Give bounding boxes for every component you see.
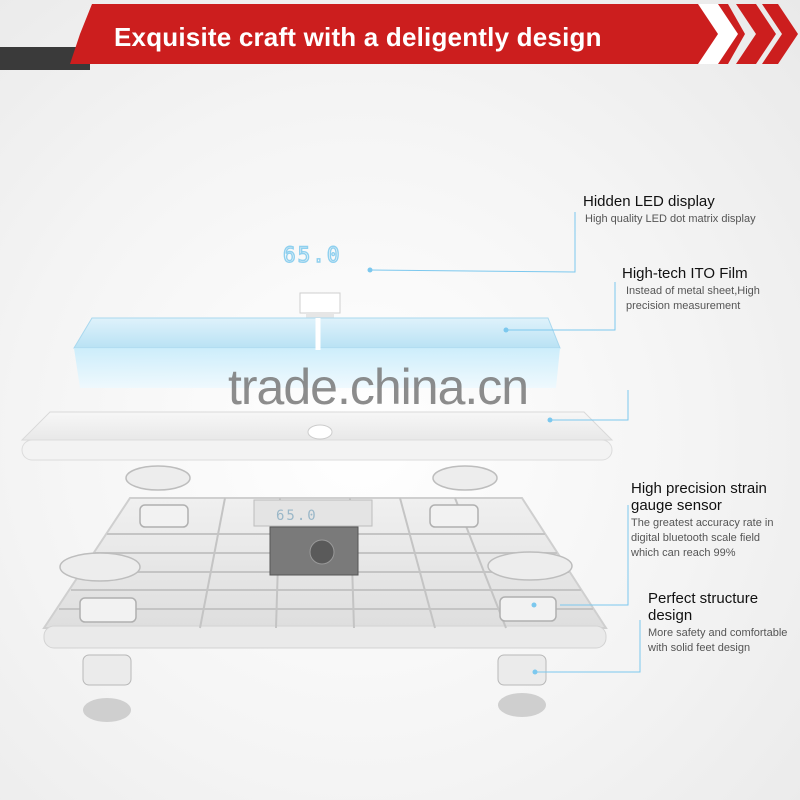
base-display-reading: 65.0 bbox=[276, 508, 318, 524]
callout-title: Perfect structure design bbox=[648, 590, 759, 624]
top-plate-side bbox=[21, 439, 613, 461]
ito-film-edge bbox=[74, 348, 560, 388]
sensor-caps bbox=[59, 465, 573, 582]
pcb-chip bbox=[309, 539, 335, 565]
base-frame-side bbox=[43, 625, 607, 649]
scale-feet bbox=[82, 654, 547, 722]
watermark: trade.china.cn bbox=[228, 359, 529, 415]
callout-description: More safety and comfortable with solid f… bbox=[648, 627, 788, 654]
led-module-base bbox=[306, 312, 334, 318]
callout-title: High-tech ITO Film bbox=[622, 265, 748, 282]
chevron-right-icon bbox=[762, 4, 798, 64]
banner-title: Exquisite craft with a deligently design bbox=[114, 22, 602, 52]
callout-perfect-structure: Perfect structure design More safety and… bbox=[648, 590, 798, 656]
chevron-right-icon bbox=[698, 4, 738, 64]
callout-description: The greatest accuracy rate in digital bl… bbox=[631, 517, 774, 559]
callout-strain-gauge-sensor: High precision strain gauge sensor The g… bbox=[631, 480, 796, 561]
callout-description: Instead of metal sheet,High precision me… bbox=[626, 285, 760, 312]
top-plate-button bbox=[307, 424, 333, 440]
banner-red-band bbox=[70, 4, 745, 64]
callout-hidden-led-display: Hidden LED display High quality LED dot … bbox=[583, 193, 756, 227]
led-reading: 65.0 bbox=[283, 243, 342, 267]
chevron-right-icon bbox=[736, 4, 776, 64]
base-display-window bbox=[253, 499, 373, 527]
callout-description: High quality LED dot matrix display bbox=[585, 213, 756, 225]
callout-title: High precision strain gauge sensor bbox=[631, 480, 767, 514]
header-banner bbox=[0, 4, 798, 70]
callout-leaders bbox=[369, 212, 641, 673]
strain-gauge-sensors bbox=[79, 504, 557, 623]
led-module bbox=[299, 292, 341, 314]
callout-dots bbox=[367, 267, 553, 675]
callout-ito-film: High-tech ITO Film Instead of metal shee… bbox=[622, 265, 782, 314]
callout-title: Hidden LED display bbox=[583, 193, 715, 210]
banner-dark-strip bbox=[0, 47, 90, 70]
